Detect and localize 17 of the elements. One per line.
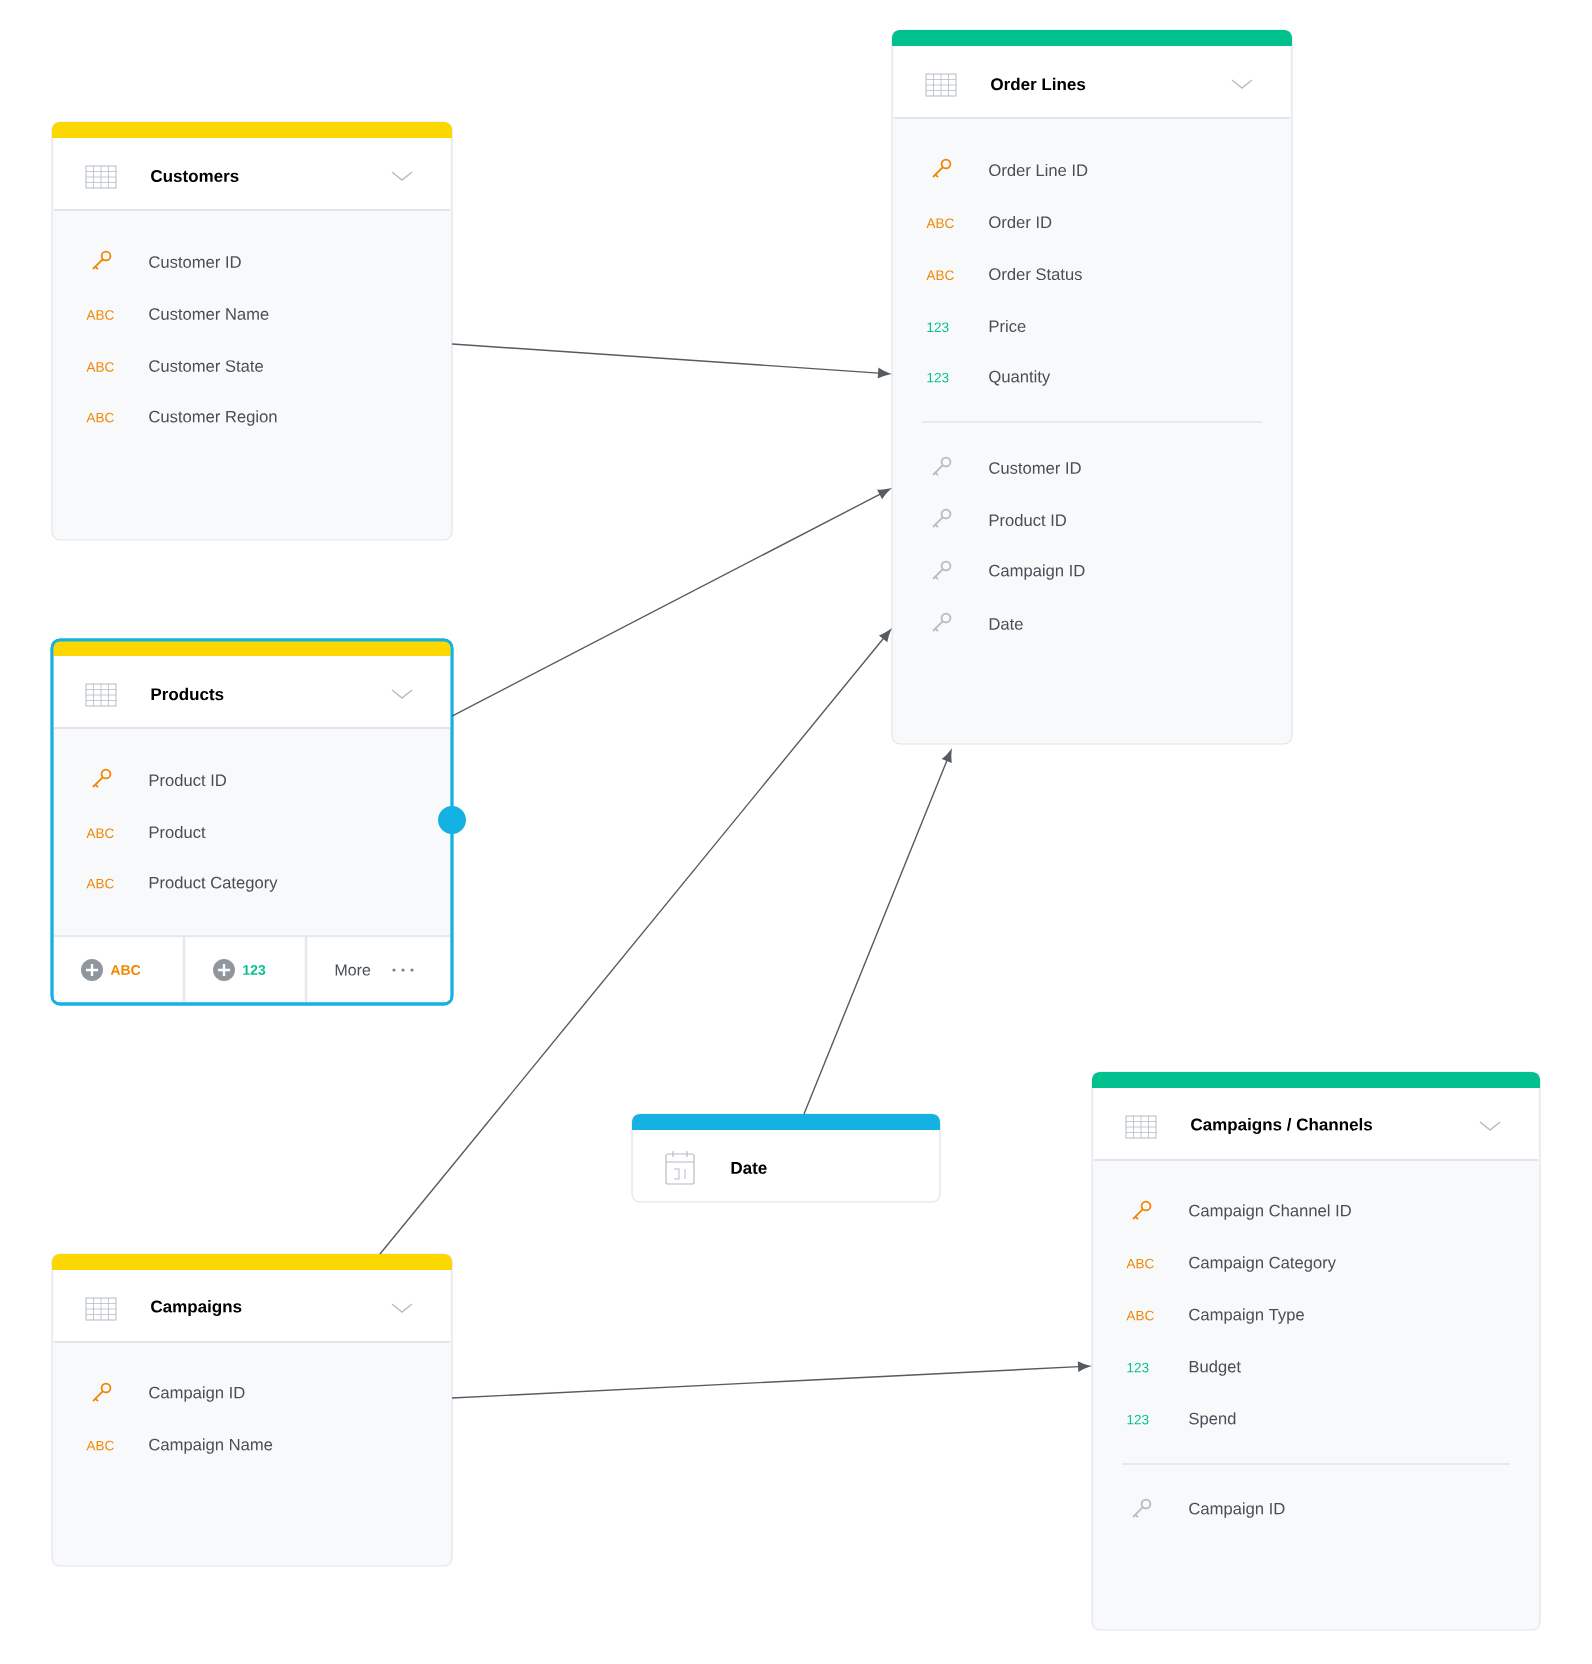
field-row: Product ID (149, 773, 226, 787)
field-row: Date (989, 618, 1023, 630)
arrow (451, 488, 891, 717)
arrow (451, 343, 890, 379)
field-row: Campaign ID (149, 1386, 245, 1402)
field-row: Campaign ID (1189, 1502, 1285, 1518)
field-row: Customer ID (149, 256, 241, 268)
field-row: Customer ID (989, 462, 1081, 474)
arrow (803, 749, 952, 1115)
field-row: Campaign ID (989, 564, 1085, 580)
field-row: Order Line ID (989, 163, 1088, 177)
add-field-button: More (308, 938, 450, 1000)
arrow (379, 629, 891, 1255)
arrow (451, 1361, 1090, 1399)
field-row: Product ID (989, 513, 1066, 527)
field-row: Campaign Channel ID (1189, 1204, 1351, 1220)
table-card: Date (631, 1113, 941, 1203)
